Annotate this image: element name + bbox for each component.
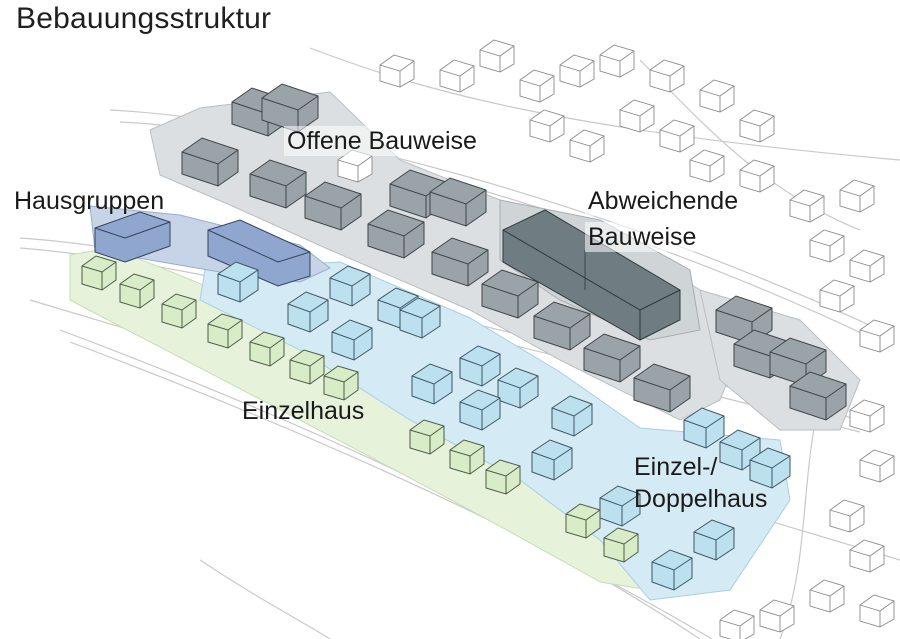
- label-einzel-doppelhaus-line1: Einzel-/: [634, 453, 718, 481]
- label-abweichende-line1: Abweichende: [585, 186, 742, 216]
- diagram-title: Bebauungsstruktur: [16, 2, 272, 35]
- label-einzelhaus: Einzelhaus: [242, 397, 365, 425]
- label-offene-bauweise: Offene Bauweise: [284, 126, 480, 156]
- hausgruppen-buildings: [94, 211, 311, 287]
- abweichende-bauweise-building: [502, 209, 681, 341]
- label-abweichende-line2: Bauweise: [585, 222, 700, 252]
- label-hausgruppen: Hausgruppen: [14, 187, 165, 215]
- label-einzel-doppelhaus-line2: Doppelhaus: [634, 485, 768, 513]
